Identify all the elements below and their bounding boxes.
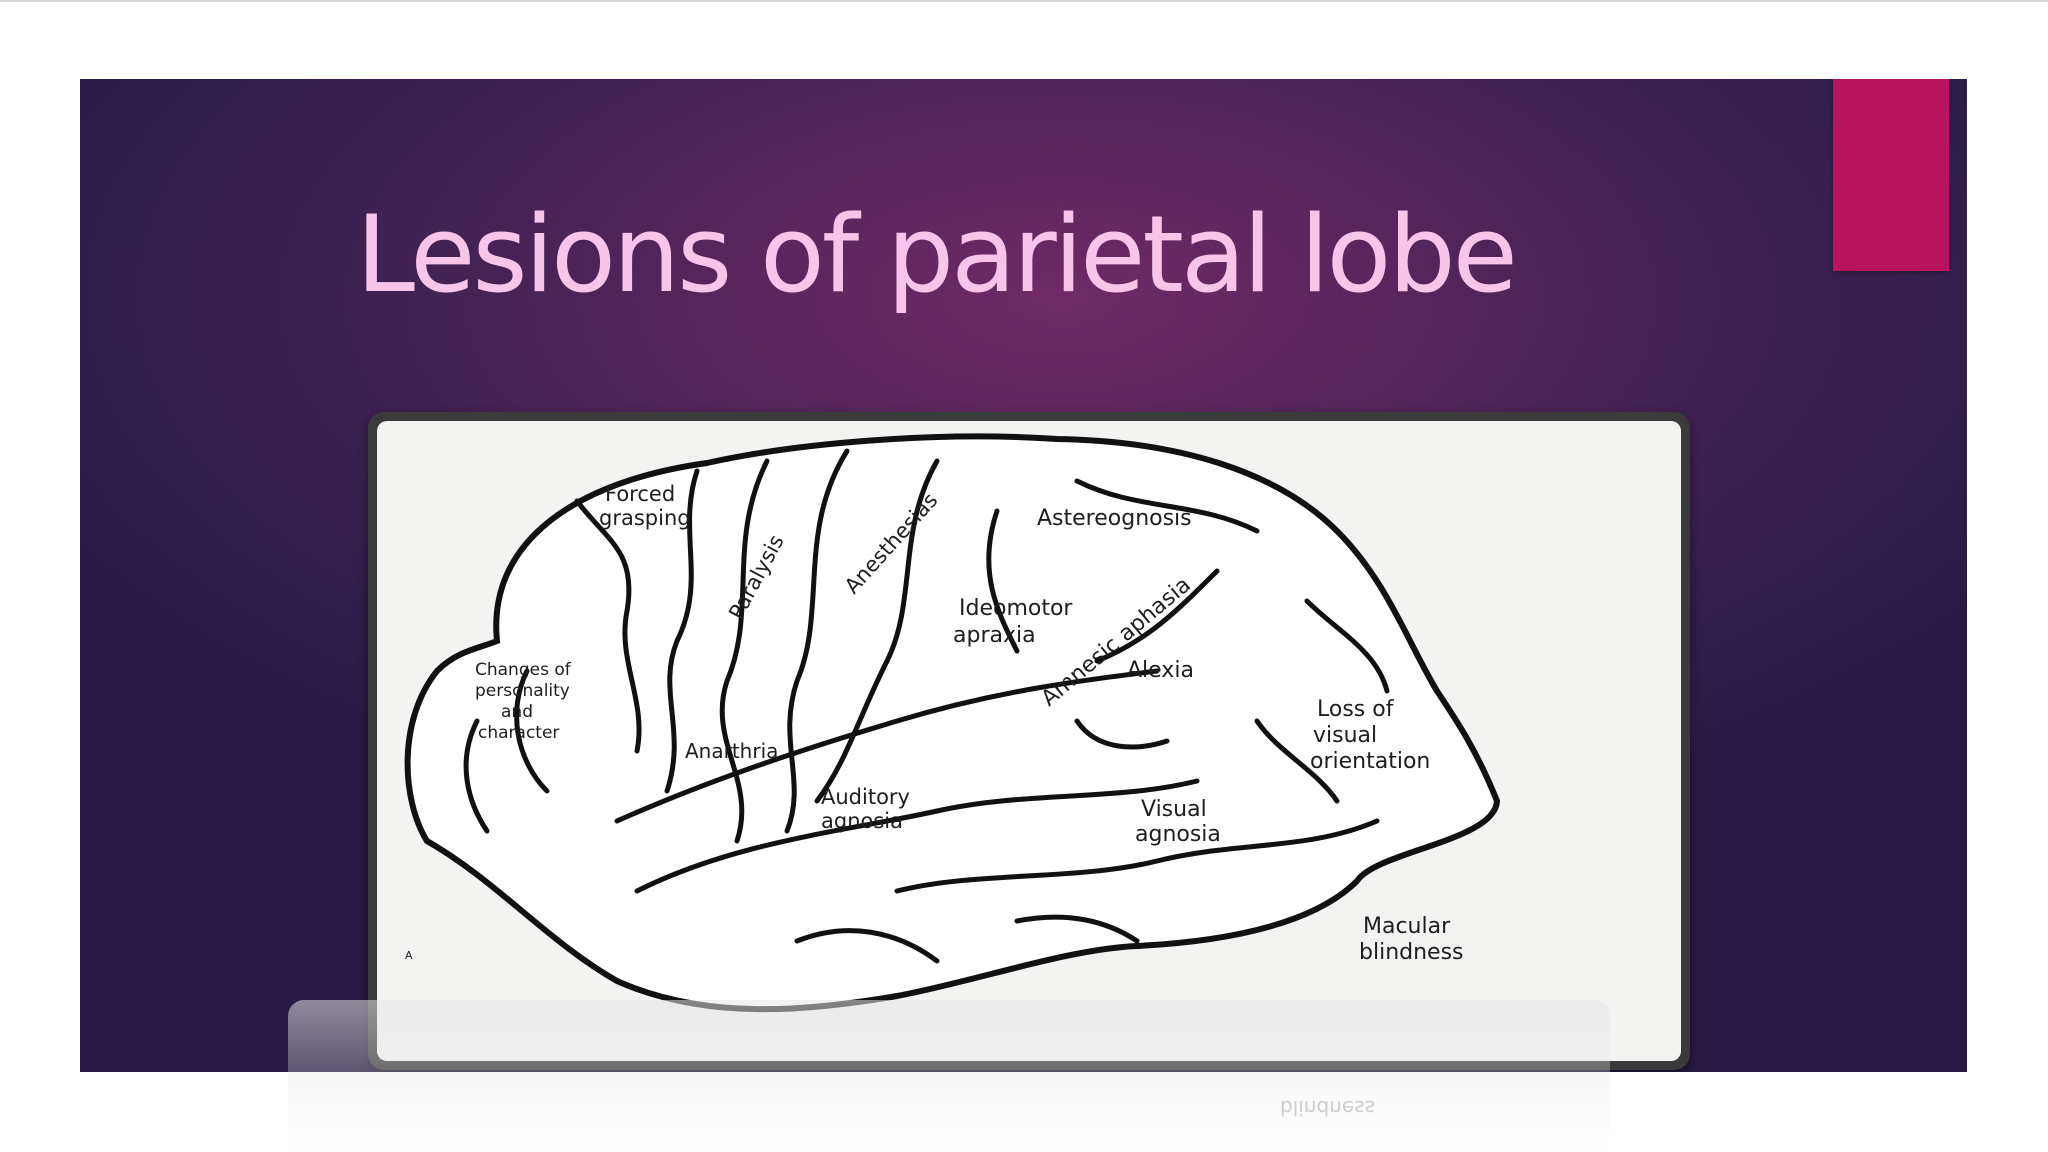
label-macular-blindness-2: blindness — [1359, 940, 1464, 965]
accent-tab — [1833, 79, 1949, 271]
label-forced-grasping-2: grasping — [599, 506, 691, 530]
label-visual-agnosia-2: agnosia — [1135, 822, 1221, 847]
label-personality-3: and — [501, 702, 533, 722]
label-ideomotor-apraxia-2: apraxia — [953, 623, 1036, 648]
label-personality-1: Changes of — [475, 660, 572, 680]
label-forced-grasping-1: Forced — [605, 482, 675, 506]
label-loss-visual-orientation-2: visual — [1313, 723, 1377, 748]
label-loss-visual-orientation-3: orientation — [1310, 749, 1430, 774]
brain-outline — [404, 433, 1501, 1013]
label-loss-visual-orientation-1: Loss of — [1317, 697, 1395, 722]
sulci-lines — [463, 448, 1390, 964]
label-alexia: Alexia — [1127, 658, 1194, 683]
label-visual-agnosia-1: Visual — [1141, 797, 1207, 822]
figure-reflection — [288, 1000, 1610, 1152]
window-top-border — [0, 0, 2048, 2]
label-auditory-agnosia-2: agnosia — [821, 809, 903, 833]
brain-diagram: Forced grasping Paralysis Anesthesias As… — [404, 433, 1501, 1013]
slide-title: Lesions of parietal lobe — [356, 193, 1518, 316]
brain-figure-frame: Forced grasping Paralysis Anesthesias As… — [368, 412, 1690, 1070]
label-astereognosis: Astereognosis — [1037, 506, 1192, 531]
panel-letter: A — [405, 949, 413, 962]
label-personality-4: character — [478, 723, 559, 743]
reflection-text: blindness — [1280, 1096, 1375, 1120]
label-ideomotor-apraxia-1: Ideomotor — [959, 596, 1073, 621]
slide-background: Lesions of parietal lobe — [80, 79, 1967, 1072]
label-anarthria: Anarthria — [685, 739, 778, 763]
brain-figure: Forced grasping Paralysis Anesthesias As… — [377, 421, 1681, 1061]
label-macular-blindness-1: Macular — [1363, 914, 1451, 939]
label-personality-2: personality — [475, 681, 570, 701]
label-auditory-agnosia-1: Auditory — [821, 785, 910, 809]
